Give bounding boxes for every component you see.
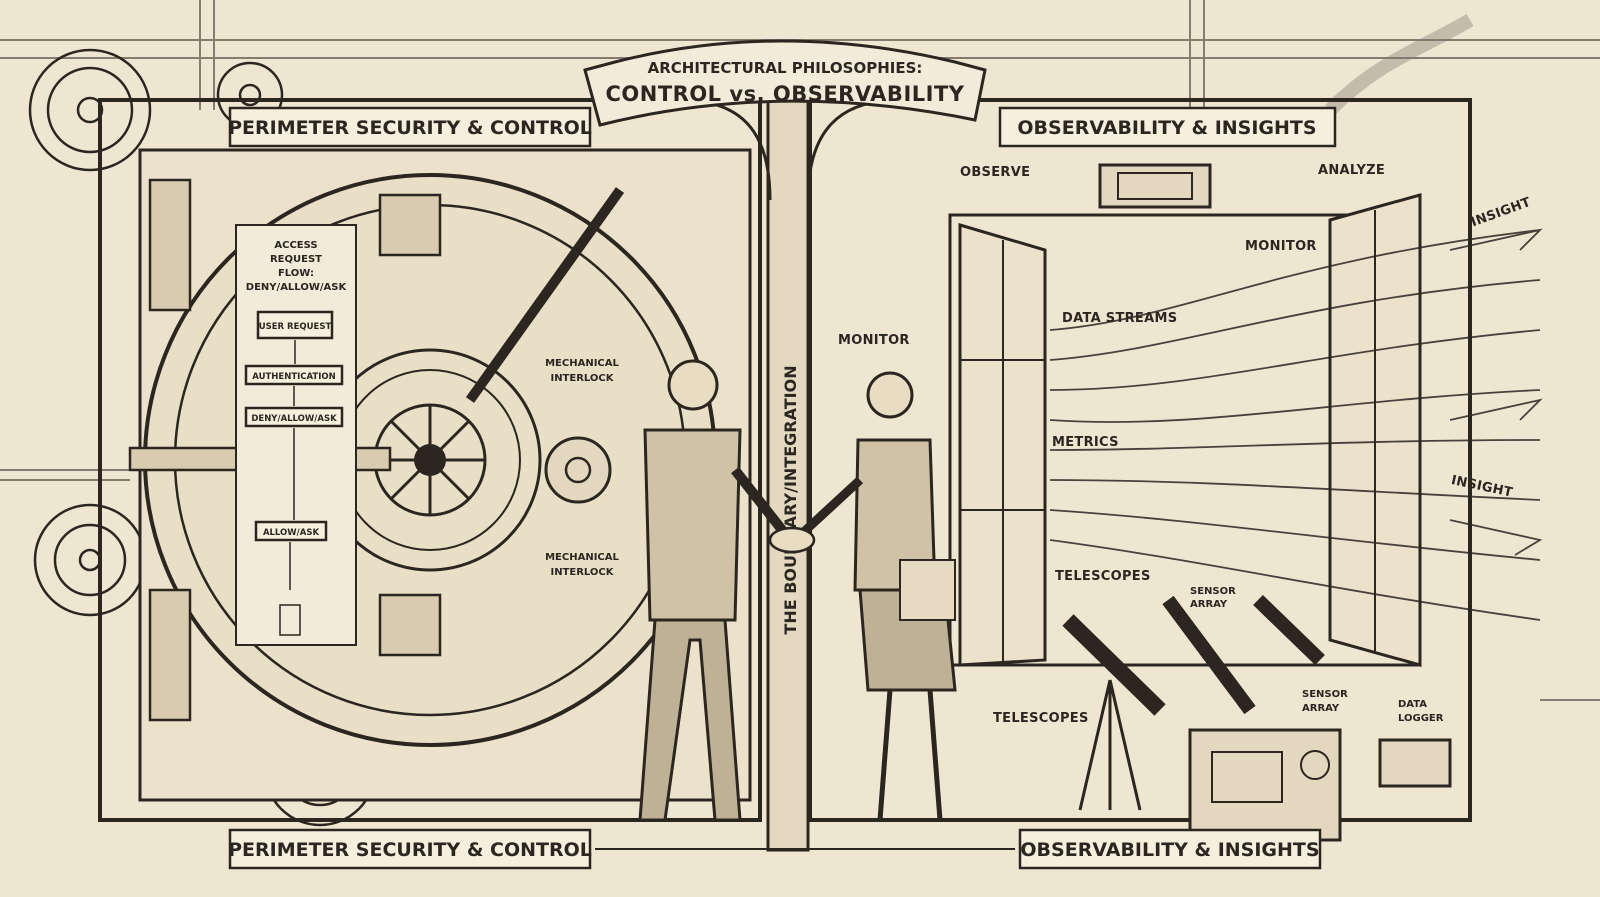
svg-text:LOGGER: LOGGER bbox=[1398, 713, 1444, 724]
flow-step-user-request: USER REQUEST bbox=[259, 322, 332, 332]
window-frame bbox=[948, 193, 1422, 667]
telescopes-label-top: TELESCOPES bbox=[1055, 569, 1151, 584]
right-header-box: OBSERVABILITY & INSIGHTS bbox=[998, 106, 1337, 148]
right-footer-label: OBSERVABILITY & INSIGHTS bbox=[1020, 839, 1319, 861]
title-line-1: ARCHITECTURAL PHILOSOPHIES: bbox=[648, 59, 923, 77]
flow-step-allow-ask: ALLOW/ASK bbox=[263, 528, 320, 538]
flow-title-line: REQUEST bbox=[270, 254, 322, 265]
svg-text:MECHANICAL: MECHANICAL bbox=[545, 358, 619, 369]
woman-figure bbox=[791, 371, 957, 821]
svg-text:MECHANICAL: MECHANICAL bbox=[545, 552, 619, 563]
data-streams-label: DATA STREAMS bbox=[1062, 311, 1177, 326]
svg-text:ARRAY: ARRAY bbox=[1190, 599, 1228, 610]
handshake-icon bbox=[768, 526, 816, 554]
title-line-2: CONTROL vs. OBSERVABILITY bbox=[606, 82, 965, 106]
flow-title-line: FLOW: bbox=[278, 268, 314, 279]
access-request-flow: ACCESS REQUEST FLOW: DENY/ALLOW/ASK USER… bbox=[235, 224, 357, 646]
gear-icon bbox=[28, 48, 284, 172]
flow-title-line: DENY/ALLOW/ASK bbox=[246, 282, 348, 293]
right-header-label: OBSERVABILITY & INSIGHTS bbox=[1017, 117, 1316, 139]
observe-label: OBSERVE bbox=[960, 165, 1030, 180]
telescope-icon bbox=[1162, 594, 1325, 715]
sensor-array-label-bottom: SENSOR ARRAY bbox=[1302, 689, 1348, 714]
insight-label-top: INSIGHT bbox=[1469, 195, 1533, 230]
left-header-box: PERIMETER SECURITY & CONTROL bbox=[228, 106, 592, 148]
svg-text:INTERLOCK: INTERLOCK bbox=[550, 373, 614, 384]
data-stream-lines bbox=[1049, 228, 1543, 621]
analyzer-device bbox=[1098, 163, 1212, 209]
left-header-label: PERIMETER SECURITY & CONTROL bbox=[228, 117, 592, 139]
monitor-label-left: MONITOR bbox=[838, 333, 910, 348]
svg-text:SENSOR: SENSOR bbox=[1190, 586, 1236, 597]
analyze-label: ANALYZE bbox=[1318, 163, 1385, 178]
data-logger-label: DATA LOGGER bbox=[1398, 699, 1444, 724]
metrics-label: METRICS bbox=[1052, 435, 1119, 450]
sensor-array-label-top: SENSOR ARRAY bbox=[1190, 586, 1236, 610]
flow-step-authentication: AUTHENTICATION bbox=[252, 372, 335, 382]
telescopes-label-bottom: TELESCOPES bbox=[993, 711, 1089, 726]
gear-icon bbox=[33, 503, 147, 617]
svg-text:SENSOR: SENSOR bbox=[1302, 689, 1348, 700]
monitor-label-top: MONITOR bbox=[1245, 239, 1317, 254]
telescope-icon bbox=[1062, 614, 1166, 811]
right-footer-box: OBSERVABILITY & INSIGHTS bbox=[1018, 828, 1322, 870]
left-frame bbox=[98, 98, 762, 822]
svg-text:INTERLOCK: INTERLOCK bbox=[550, 567, 614, 578]
svg-text:DATA: DATA bbox=[1398, 699, 1427, 710]
boundary-label: THE BOUNDARY/INTEGRATION bbox=[781, 365, 800, 634]
left-footer-box: PERIMETER SECURITY & CONTROL bbox=[228, 828, 592, 870]
flow-step-deny-allow-ask: DENY/ALLOW/ASK bbox=[251, 414, 337, 424]
boundary-column: THE BOUNDARY/INTEGRATION bbox=[679, 88, 901, 852]
interlock-label-top: MECHANICAL INTERLOCK bbox=[545, 358, 619, 384]
interlock-label-bottom: MECHANICAL INTERLOCK bbox=[545, 552, 619, 578]
right-frame bbox=[808, 98, 1472, 822]
flow-title-line: ACCESS bbox=[274, 240, 317, 251]
data-logger-device bbox=[1188, 728, 1452, 842]
title-banner: ARCHITECTURAL PHILOSOPHIES: CONTROL vs. … bbox=[583, 39, 987, 127]
left-footer-label: PERIMETER SECURITY & CONTROL bbox=[228, 839, 592, 861]
svg-text:ARRAY: ARRAY bbox=[1302, 703, 1340, 714]
